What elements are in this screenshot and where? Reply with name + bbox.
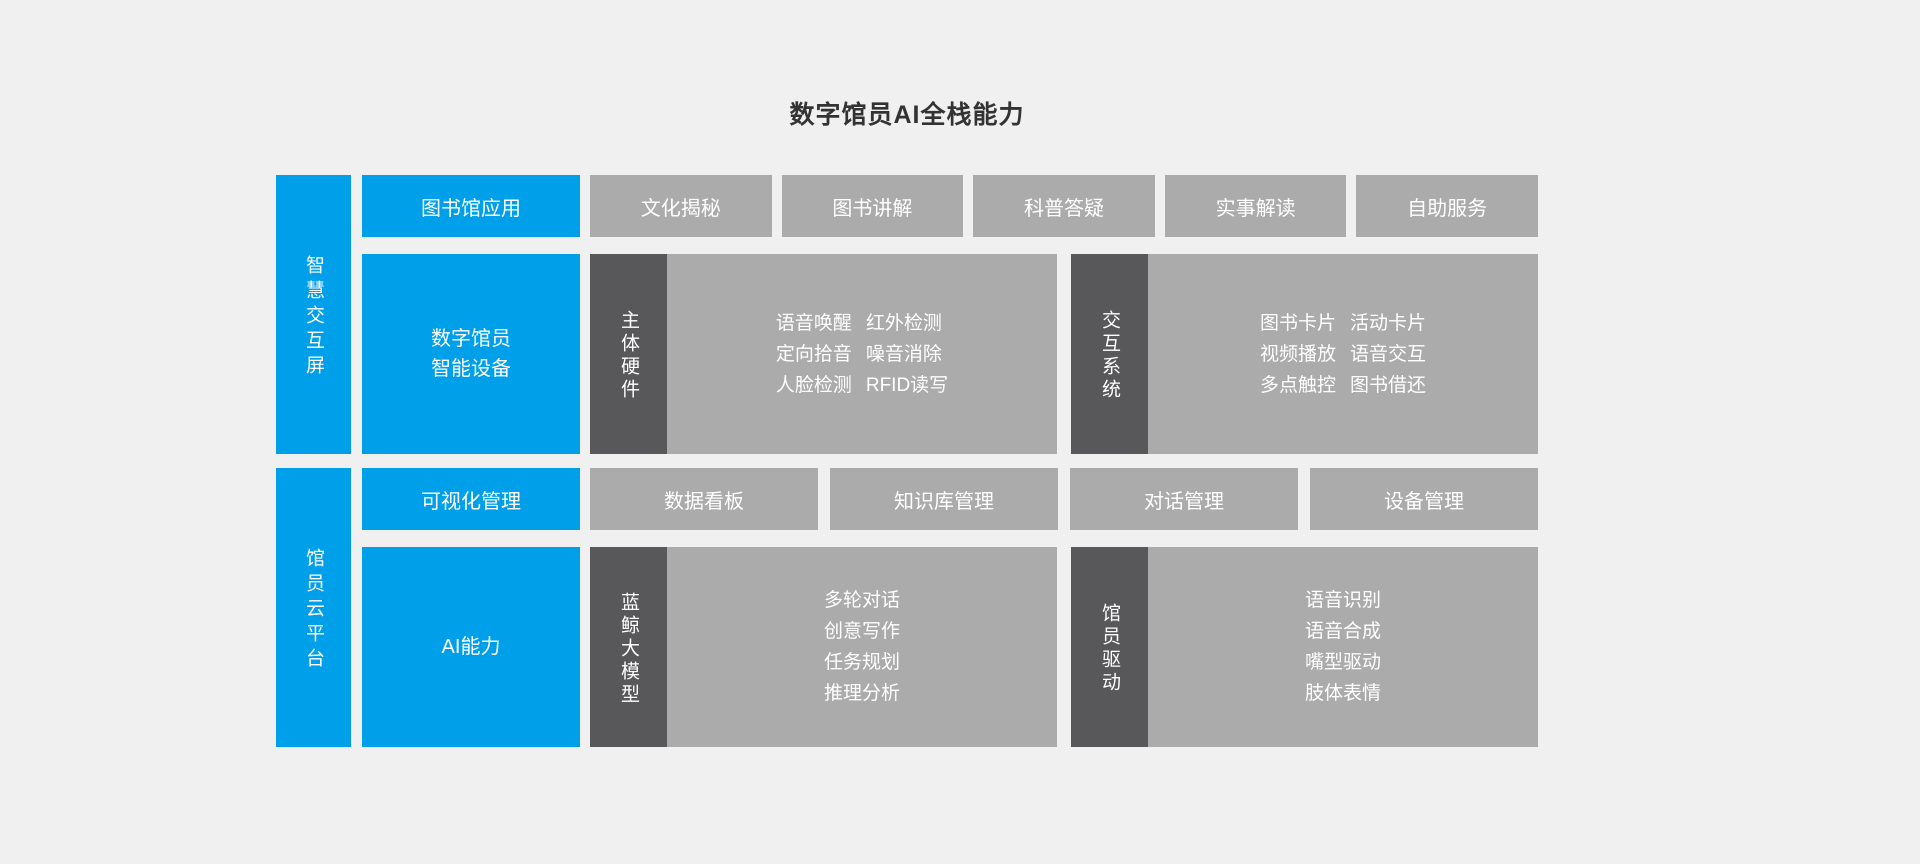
panel-label: 交互系统 — [1099, 310, 1120, 402]
capability-column: 图书卡片 视频播放 多点触控 — [1260, 308, 1336, 401]
panel-librarian-drive: 馆员驱动 语音识别 语音合成 嘴型驱动 肢体表情 — [1071, 547, 1538, 747]
capability-item: 嘴型驱动 — [1304, 652, 1381, 673]
group-smart-interactive-screen: 智慧交互屏 图书馆应用 数字馆员 智能设备 文化揭秘 图书讲解 科普答疑 实事解… — [276, 175, 1538, 454]
capability-item: 红外检测 — [865, 312, 942, 334]
panel-row: 蓝鲸大模型 多轮对话 创意写作 任务规划 推理分析 馆员驱动 — [590, 547, 1538, 747]
group-right-column: 文化揭秘 图书讲解 科普答疑 实事解读 自助服务 主体硬件 语音唤醒 定向拾音 … — [590, 175, 1538, 454]
panel-label: 馆员驱动 — [1099, 603, 1120, 695]
group-blue-column: 可视化管理 AI能力 — [362, 468, 580, 747]
blue-header-block: 图书馆应用 — [362, 175, 580, 237]
group-side-label: 馆员云平台 — [303, 548, 324, 673]
header-item: 知识库管理 — [830, 468, 1058, 530]
panel-label: 主体硬件 — [618, 310, 639, 402]
header-item: 数据看板 — [590, 468, 818, 530]
capability-item: 视频播放 — [1259, 343, 1336, 365]
blue-header-block: 可视化管理 — [362, 468, 580, 530]
panel-label-bar: 交互系统 — [1071, 254, 1148, 454]
capability-item: 创意写作 — [823, 621, 900, 642]
capability-item: 多点触控 — [1259, 374, 1336, 396]
panel-content: 多轮对话 创意写作 任务规划 推理分析 — [667, 547, 1057, 747]
blue-main-block: AI能力 — [362, 547, 580, 747]
capability-item: 语音合成 — [1304, 621, 1381, 642]
header-item: 科普答疑 — [973, 175, 1155, 237]
capability-item: 噪音消除 — [865, 343, 942, 365]
panel-label: 蓝鲸大模型 — [618, 591, 639, 707]
capability-item: 活动卡片 — [1350, 312, 1427, 334]
capability-item: 定向拾音 — [775, 343, 852, 365]
capability-column: 语音唤醒 定向拾音 人脸检测 — [776, 308, 852, 401]
group-side-bar: 智慧交互屏 — [276, 175, 351, 454]
diagram-title: 数字馆员AI全栈能力 — [789, 101, 1025, 129]
header-item: 文化揭秘 — [590, 175, 772, 237]
capability-item: 语音唤醒 — [775, 312, 852, 334]
header-item: 设备管理 — [1310, 468, 1538, 530]
panel-label-bar: 馆员驱动 — [1071, 547, 1148, 747]
capability-item: 任务规划 — [823, 652, 900, 673]
capability-column: 活动卡片 语音交互 图书借还 — [1350, 308, 1426, 401]
group-right-column: 数据看板 知识库管理 对话管理 设备管理 蓝鲸大模型 多轮对话 创意写作 任务规… — [590, 468, 1538, 747]
panel-content: 语音唤醒 定向拾音 人脸检测 红外检测 噪音消除 RFID读写 — [667, 254, 1057, 454]
capability-item: RFID读写 — [865, 374, 949, 396]
group-side-label: 智慧交互屏 — [303, 255, 324, 380]
group-blue-column: 图书馆应用 数字馆员 智能设备 — [362, 175, 580, 454]
group-librarian-cloud-platform: 馆员云平台 可视化管理 AI能力 数据看板 知识库管理 对话管理 设备管理 蓝鲸… — [276, 468, 1538, 747]
capability-item: 肢体表情 — [1304, 683, 1381, 704]
header-item: 图书讲解 — [781, 175, 964, 237]
capability-column: 红外检测 噪音消除 RFID读写 — [866, 308, 948, 401]
capability-column: 多轮对话 创意写作 任务规划 推理分析 — [824, 585, 900, 709]
blue-main-block: 数字馆员 智能设备 — [362, 254, 580, 454]
capability-item: 多轮对话 — [823, 590, 900, 611]
panel-label-bar: 蓝鲸大模型 — [590, 547, 667, 747]
panel-interaction-system: 交互系统 图书卡片 视频播放 多点触控 活动卡片 语音交互 图书借还 — [1071, 254, 1538, 454]
capability-item: 图书卡片 — [1259, 312, 1336, 334]
header-row: 文化揭秘 图书讲解 科普答疑 实事解读 自助服务 — [590, 175, 1538, 237]
panel-main-hardware: 主体硬件 语音唤醒 定向拾音 人脸检测 红外检测 噪音消除 RFID读写 — [590, 254, 1057, 454]
panel-bluewhale-llm: 蓝鲸大模型 多轮对话 创意写作 任务规划 推理分析 — [590, 547, 1057, 747]
panel-content: 语音识别 语音合成 嘴型驱动 肢体表情 — [1148, 547, 1538, 747]
panel-content: 图书卡片 视频播放 多点触控 活动卡片 语音交互 图书借还 — [1148, 254, 1538, 454]
diagram-canvas: 数字馆员AI全栈能力 智慧交互屏 图书馆应用 数字馆员 智能设备 文化揭秘 图书… — [276, 95, 1538, 761]
header-item: 实事解读 — [1164, 175, 1347, 237]
group-side-bar: 馆员云平台 — [276, 468, 351, 747]
capability-column: 语音识别 语音合成 嘴型驱动 肢体表情 — [1305, 585, 1381, 709]
header-item: 自助服务 — [1356, 175, 1538, 237]
capability-item: 推理分析 — [823, 683, 900, 704]
header-row: 数据看板 知识库管理 对话管理 设备管理 — [590, 468, 1538, 530]
header-item: 对话管理 — [1070, 468, 1298, 530]
capability-item: 语音交互 — [1350, 343, 1427, 365]
capability-item: 图书借还 — [1350, 374, 1427, 396]
panel-row: 主体硬件 语音唤醒 定向拾音 人脸检测 红外检测 噪音消除 RFID读写 — [590, 254, 1538, 454]
capability-item: 语音识别 — [1304, 590, 1381, 611]
panel-label-bar: 主体硬件 — [590, 254, 667, 454]
capability-item: 人脸检测 — [775, 374, 852, 396]
